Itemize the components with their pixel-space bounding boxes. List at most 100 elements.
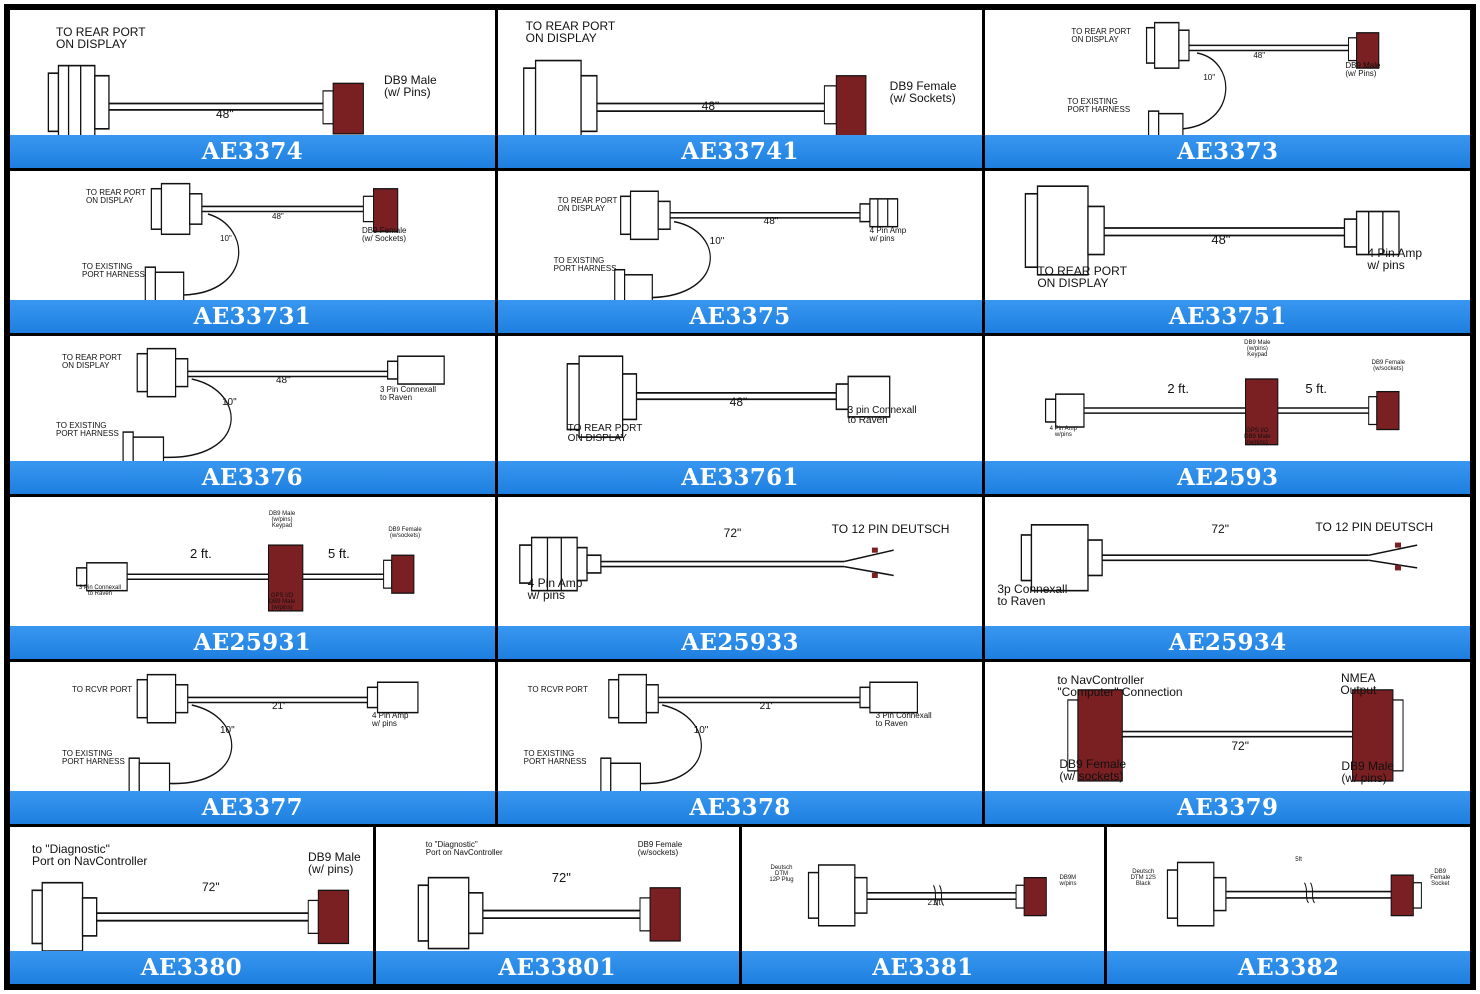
connector-label-1: TO REAR PORT ON DISPLAY [567, 423, 643, 444]
cable-card-ae33761[interactable]: TO REAR PORT ON DISPLAY 3 pin Connexall … [497, 336, 983, 494]
cable-drawing [498, 10, 983, 168]
db9-connector [823, 75, 867, 138]
connector-label-3: 4 Pin Amp w/pins [1049, 426, 1078, 438]
part-number: AE3375 [497, 300, 983, 333]
cable-length: 72" [202, 880, 220, 894]
cable-length: 48" [1253, 51, 1266, 60]
cable-length: 2 ft. [190, 546, 212, 561]
connector-label-4: GPS I/O DB9 Male (w/pins) [1244, 428, 1271, 446]
part-number: AE33751 [985, 300, 1471, 333]
connector-label-2: 4 Pin Amp w/ pins [372, 711, 409, 728]
cable-length: 48" [272, 212, 284, 221]
db9-connector [322, 82, 364, 135]
cable-card-ae3377[interactable]: TO RCVR PORT 4 Pin Amp w/ pins TO EXISTI… [10, 662, 495, 824]
cable-drawing [10, 10, 495, 168]
connector-label-2: 3 pin Connexall to Raven [847, 405, 917, 426]
connector-label-1: DB9 Male (w/pins) Keypad [1244, 340, 1271, 358]
connector-label-2: 4 Pin Amp w/ pins [1367, 246, 1423, 272]
connector-label-2: DB9 Female (w/ Sockets) [362, 226, 407, 243]
cable-length: 48" [216, 107, 234, 121]
part-number: AE3379 [985, 791, 1471, 824]
cable-length-2: 10" [222, 397, 237, 408]
cable-length: 48" [701, 99, 720, 113]
cable-drawing [985, 662, 1470, 824]
connector-label-1: TO REAR PORT ON DISPLAY [56, 25, 146, 51]
connector-label-2: 3 Pin Connexall to Raven [875, 711, 932, 728]
connector-label-3: TO EXISTING PORT HARNESS [1067, 97, 1131, 114]
cable-length: 48" [729, 395, 748, 409]
connector-label-2: DB9 Female (w/sockets) [637, 840, 683, 857]
connector-label-3: TO EXISTING PORT HARNESS [56, 421, 119, 438]
connector-label-1: DB9 Male (w/pins) Keypad [268, 511, 296, 529]
display-plug-connector [47, 64, 110, 140]
cable-card-ae3381[interactable]: Deutsch DTM 12P Plug DB9M w/pins 21ft AE… [741, 827, 1105, 984]
connector-label-1: Deutsch DTM 12P Plug [769, 865, 794, 883]
cable-length-2: 10" [709, 236, 725, 247]
cable-card-ae3380[interactable]: to "Diagnostic" Port on NavController DB… [10, 827, 373, 984]
part-number: AE33741 [497, 135, 983, 168]
connector-label-3: TO EXISTING PORT HARNESS [523, 749, 587, 766]
connector-label-1: TO REAR PORT ON DISPLAY [557, 196, 618, 213]
catalog-row-3: TO REAR PORT ON DISPLAY 3 Pin Connexall … [10, 336, 1471, 494]
catalog-row-2: TO REAR PORT ON DISPLAY DB9 Female (w/ S… [10, 171, 1471, 333]
connector-label-3: TO EXISTING PORT HARNESS [62, 749, 125, 766]
connector-label-1: TO RCVR PORT [72, 685, 133, 694]
part-number: AE2593 [985, 461, 1471, 494]
part-number: AE33801 [375, 951, 739, 984]
cable-card-ae25933[interactable]: TO 12 PIN DEUTSCH 4 Pin Amp w/ pins 72" … [497, 497, 983, 659]
connector-label-2: 3p Connexall to Raven [997, 582, 1068, 608]
connector-label-3: 3 Pin Connexall to Raven [78, 585, 122, 597]
connector-label-1: TO 12 PIN DEUTSCH [1315, 520, 1434, 534]
catalog-row-1: TO REAR PORT ON DISPLAY DB9 Male (w/ Pin… [10, 10, 1471, 168]
part-number: AE33731 [10, 300, 495, 333]
cable-length: 48" [276, 375, 291, 386]
connector-label-3: TO EXISTING PORT HARNESS [82, 262, 145, 279]
cable-drawing [985, 171, 1470, 333]
cable-card-ae33731[interactable]: TO REAR PORT ON DISPLAY DB9 Female (w/ S… [10, 171, 495, 333]
cable-card-ae3374[interactable]: TO REAR PORT ON DISPLAY DB9 Male (w/ Pin… [10, 10, 495, 168]
connector-label-1: TO RCVR PORT [527, 685, 588, 694]
connector-label-2: DB9M w/pins [1059, 875, 1077, 887]
connector-label-1: to "Diagnostic" Port on NavController [32, 842, 148, 868]
part-number: AE3378 [497, 791, 983, 824]
cable-length: 21ft [927, 898, 941, 907]
cable-card-ae33741[interactable]: TO REAR PORT ON DISPLAY DB9 Female (w/ S… [497, 10, 983, 168]
connector-label-4: GPS I/O DB9 Male (w/pins) [268, 593, 296, 611]
cable-card-ae25931[interactable]: DB9 Male (w/pins) Keypad DB9 Female (w/s… [10, 497, 495, 659]
cable-card-ae2593[interactable]: DB9 Male (w/pins) Keypad DB9 Female (w/s… [985, 336, 1471, 494]
connector-label-1: TO REAR PORT ON DISPLAY [525, 19, 616, 45]
part-number: AE3380 [10, 951, 373, 984]
cable-length: 2 ft. [1167, 381, 1190, 396]
cable-card-ae3375[interactable]: TO REAR PORT ON DISPLAY 4 Pin Amp w/ pin… [497, 171, 983, 333]
cable-card-ae33801[interactable]: to "Diagnostic" Port on NavController DB… [375, 827, 739, 984]
cable-length: 72" [1231, 739, 1249, 753]
connector-label-2: DB9 Male (w/ Pins) [1345, 61, 1381, 78]
connector-label-1: TO REAR PORT ON DISPLAY [1071, 27, 1132, 44]
connector-label-4: DB9 Male (w/ pins) [1341, 759, 1395, 785]
connector-label-2: DB9 Female (w/ Sockets) [889, 79, 957, 105]
part-number: AE3377 [10, 791, 495, 824]
cable-drawing [10, 336, 495, 494]
connector-label-1: TO REAR PORT ON DISPLAY [62, 353, 122, 370]
connector-label-2: 4 Pin Amp w/ pins [527, 576, 583, 602]
cable-card-ae3373[interactable]: TO REAR PORT ON DISPLAY DB9 Male (w/ Pin… [985, 10, 1471, 168]
part-number: AE3373 [985, 135, 1471, 168]
connector-label-2: DB9 Male (w/ pins) [308, 850, 361, 876]
part-number: AE33761 [497, 461, 983, 494]
cable-card-ae3379[interactable]: to NavController "Computer" Connection N… [985, 662, 1471, 824]
cable-card-ae25934[interactable]: TO 12 PIN DEUTSCH 3p Connexall to Raven … [985, 497, 1471, 659]
cable-card-ae3378[interactable]: TO RCVR PORT 3 Pin Connexall to Raven TO… [497, 662, 983, 824]
part-number: AE25934 [985, 626, 1471, 659]
cable-card-ae3376[interactable]: TO REAR PORT ON DISPLAY 3 Pin Connexall … [10, 336, 495, 494]
part-number: AE25931 [10, 626, 495, 659]
cable-card-ae3382[interactable]: Deutsch DTM 12S Black DB9 Female Socket … [1107, 827, 1470, 984]
connector-label-2: DB9 Female (w/sockets) [1371, 360, 1406, 372]
cable-drawing [985, 497, 1470, 659]
cable-length: 48" [1211, 232, 1231, 247]
cable-card-ae33751[interactable]: TO REAR PORT ON DISPLAY 4 Pin Amp w/ pin… [985, 171, 1471, 333]
cable-length: 72" [551, 870, 571, 885]
cable-length: 72" [1211, 522, 1229, 536]
cable-length-2: 5 ft. [328, 546, 350, 561]
connector-label-1: to NavController "Computer" Connection [1057, 673, 1183, 699]
cable-drawing [498, 662, 983, 824]
